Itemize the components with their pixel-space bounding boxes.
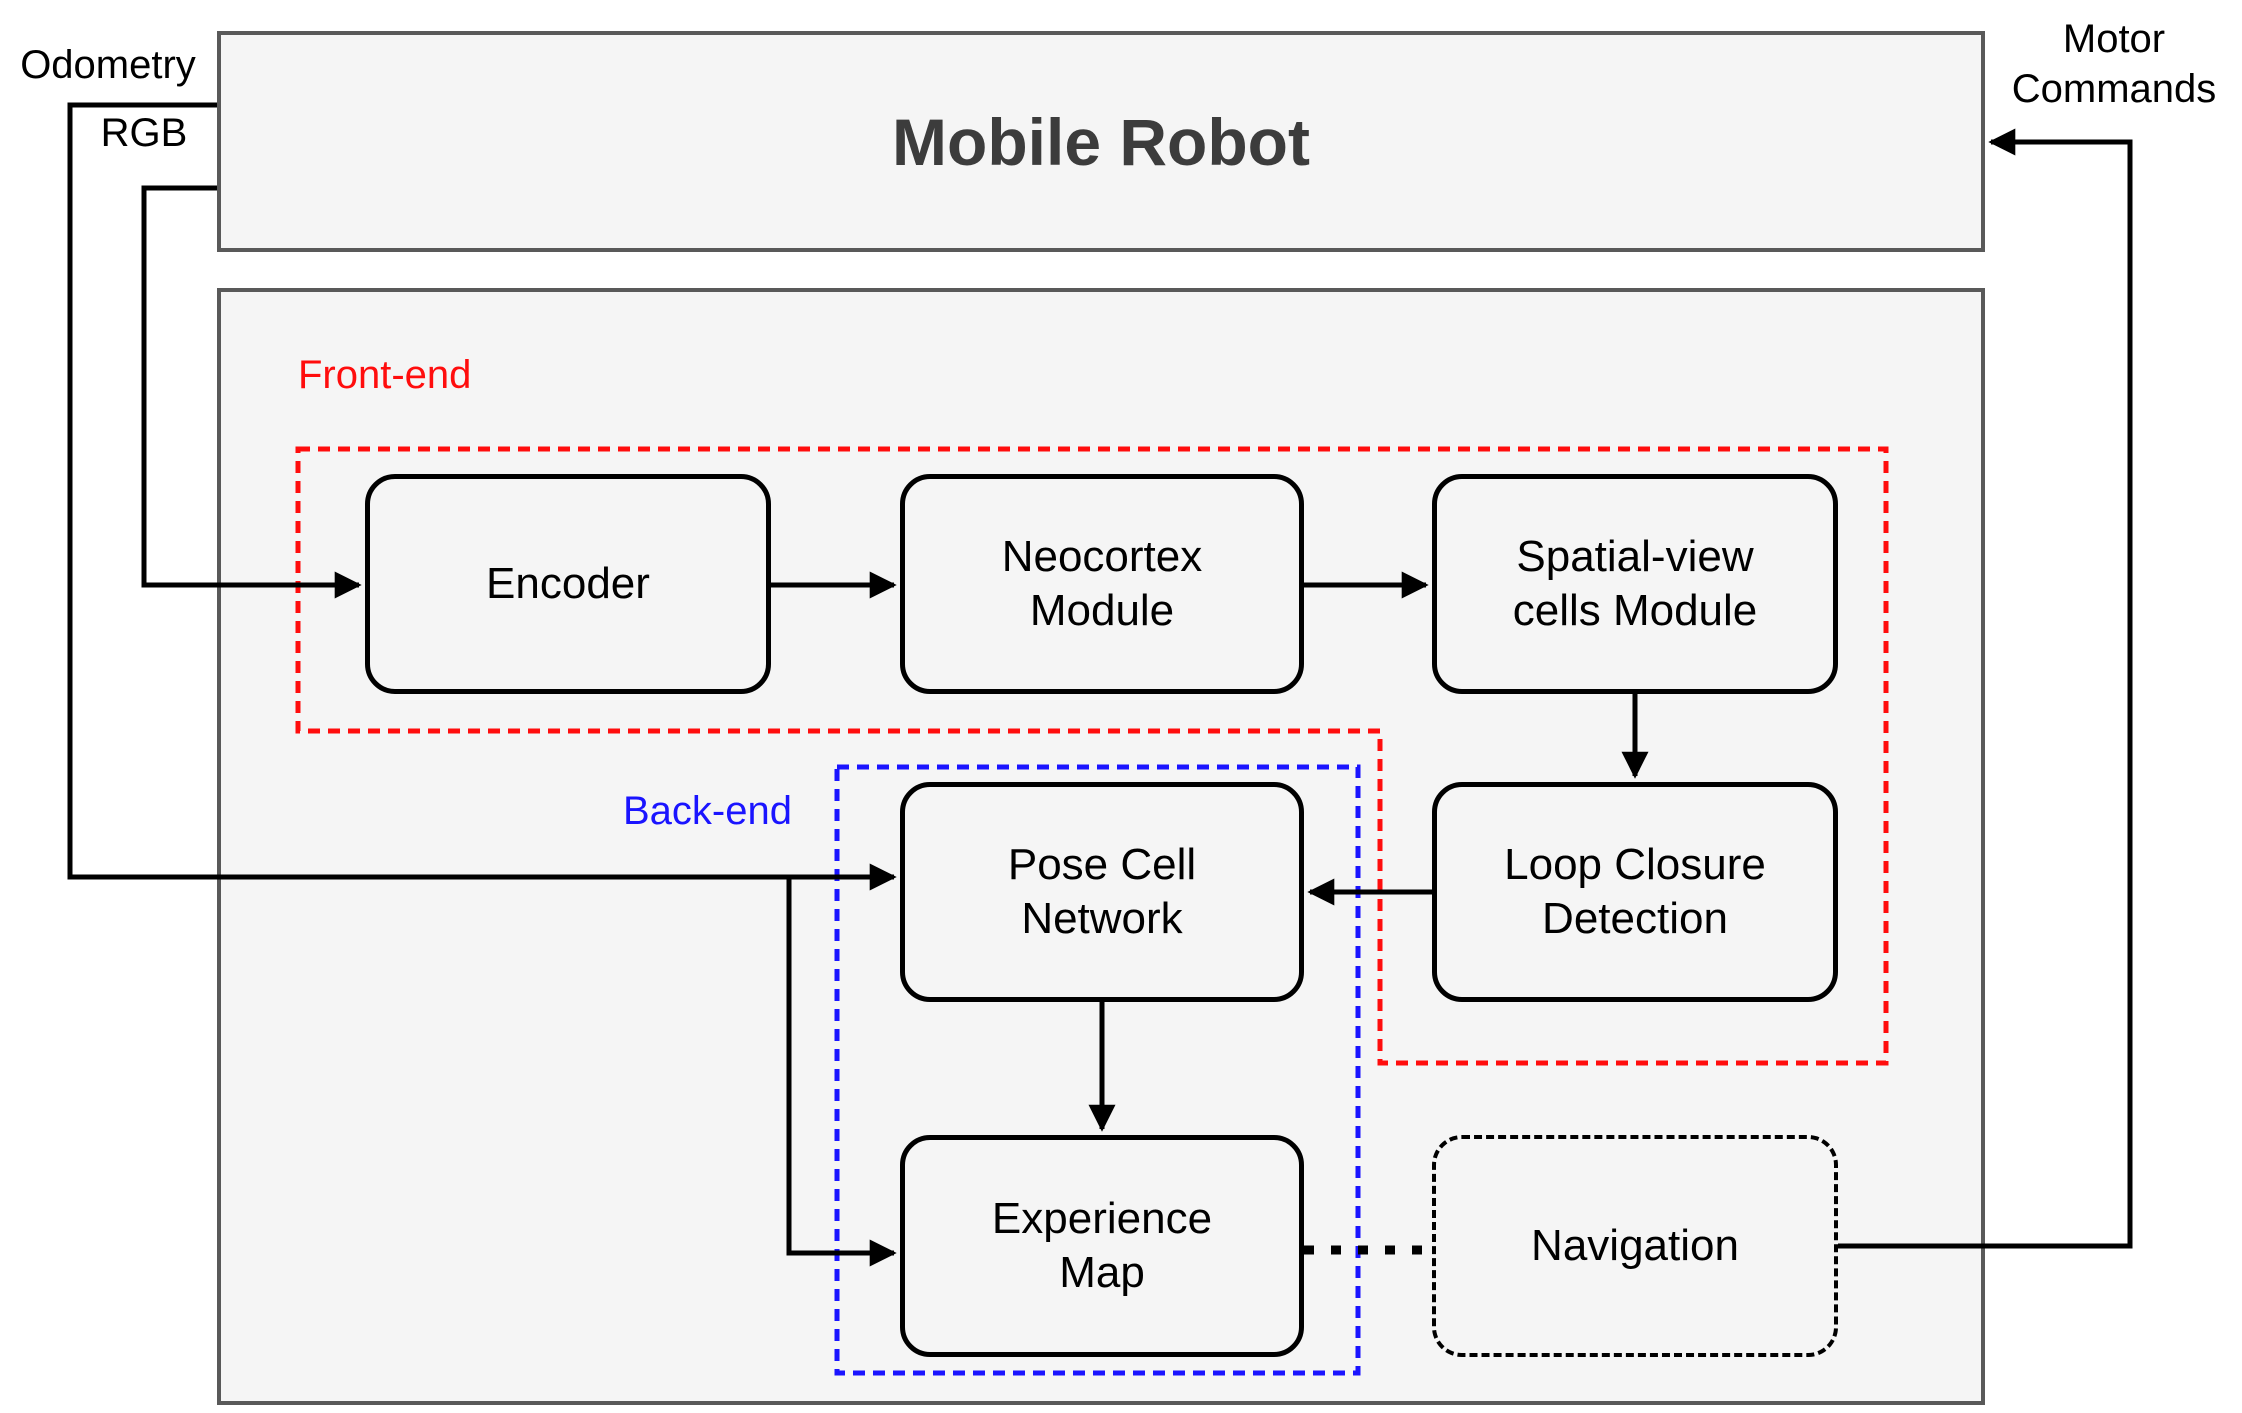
node-pose-cell-label-line2: Network: [1021, 894, 1183, 943]
node-experience-map: Experience Map: [900, 1135, 1304, 1357]
node-navigation: Navigation: [1432, 1135, 1838, 1357]
arrow-odometry-to-pose-cell-network: [67, 102, 897, 891]
frontend-region-label: Front-end: [298, 353, 472, 397]
arrow-rgb-to-encoder: [141, 185, 362, 599]
node-spatial-label-line2: cells Module: [1512, 586, 1758, 635]
mobile-robot-box: Mobile Robot: [217, 31, 1985, 252]
frontend-dashed-region: [295, 446, 1889, 1066]
motor-commands-label: Motor Commands: [2000, 14, 2228, 114]
backend-dashed-region: [834, 764, 1361, 1376]
node-experience-map-label-line1: Experience: [991, 1194, 1213, 1243]
node-pose-cell-label-line1: Pose Cell: [1007, 840, 1197, 889]
node-loop-closure-detection: Loop Closure Detection: [1432, 782, 1838, 1002]
node-pose-cell-network: Pose Cell Network: [900, 782, 1304, 1002]
node-spatial-view-cells-module: Spatial-view cells Module: [1432, 474, 1838, 694]
node-neocortex-label-line2: Module: [1029, 586, 1175, 635]
node-neocortex-module: Neocortex Module: [900, 474, 1304, 694]
node-spatial-label-line1: Spatial-view: [1516, 532, 1754, 581]
node-loop-closure-label-line1: Loop Closure: [1504, 840, 1766, 889]
odometry-label: Odometry: [20, 43, 196, 87]
rgb-label: RGB: [100, 111, 188, 155]
arrow-navigation-to-mobile-robot-motor: [1838, 128, 2133, 1249]
motor-commands-line1: Motor: [2062, 17, 2166, 61]
node-neocortex-label-line1: Neocortex: [1001, 532, 1203, 581]
motor-commands-line2: Commands: [2011, 67, 2217, 111]
node-encoder-label: Encoder: [486, 559, 650, 608]
node-encoder: Encoder: [365, 474, 771, 694]
backend-region-label: Back-end: [623, 789, 792, 833]
node-experience-map-label-line2: Map: [1059, 1248, 1145, 1297]
mobile-robot-title: Mobile Robot: [892, 104, 1310, 179]
node-loop-closure-label-line2: Detection: [1542, 894, 1728, 943]
node-navigation-label: Navigation: [1531, 1221, 1739, 1270]
arrow-odometry-branch-to-experience-map: [786, 877, 897, 1267]
